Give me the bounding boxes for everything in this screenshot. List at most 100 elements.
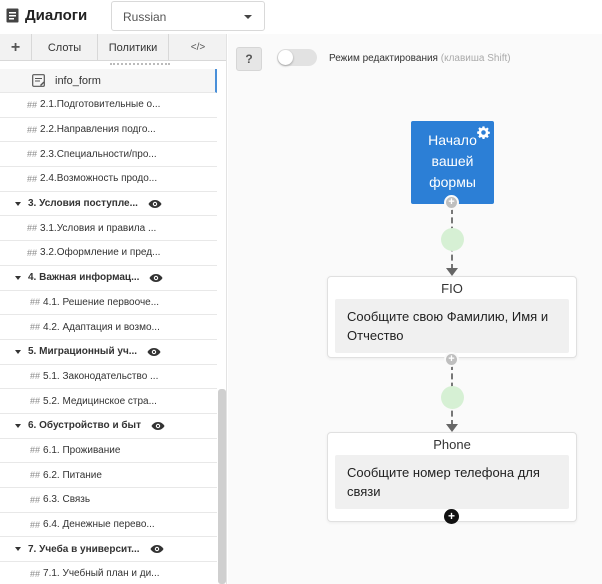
tree-item-label: 4.2. Адаптация и возмо...: [43, 321, 160, 333]
tree-section[interactable]: 5. Миграционный уч...: [0, 340, 217, 365]
start-node-line-3: формы: [429, 174, 476, 190]
collapse-triangle-icon[interactable]: [15, 547, 21, 552]
tree-item[interactable]: ##2.2.Направления подго...: [0, 118, 217, 143]
hash-marker: ##: [30, 445, 41, 456]
tree-section[interactable]: 3. Условия поступле...: [0, 192, 217, 217]
eye-icon[interactable]: [150, 544, 164, 554]
tree-row-partial: [0, 61, 217, 69]
tree-section-label: 3. Условия поступле...: [28, 198, 138, 210]
dialog-tree-panel: + Слоты Политики </> info_form ##2.1.Под…: [0, 34, 227, 584]
connector-midpoint[interactable]: [441, 228, 464, 251]
hash-marker: ##: [30, 470, 41, 481]
tree-item-label: 6.2. Питание: [43, 469, 102, 481]
panel-tabs: + Слоты Политики </>: [0, 34, 226, 61]
tree-item[interactable]: ##2.1.Подготовительные о...: [0, 93, 217, 118]
edit-mode-label: Режим редактирования (клавиша Shift): [329, 53, 511, 64]
hash-marker: ##: [27, 124, 38, 135]
eye-icon[interactable]: [148, 199, 162, 209]
connector-handle[interactable]: +: [444, 195, 459, 210]
hash-marker: ##: [30, 396, 41, 407]
add-button[interactable]: +: [0, 34, 32, 61]
tree-item[interactable]: ##2.3.Специальности/про...: [0, 142, 217, 168]
app-title-text: Диалоги: [25, 7, 88, 24]
language-select-value: Russian: [123, 10, 167, 24]
start-node-line-1: Начало: [428, 132, 477, 148]
connector-midpoint[interactable]: [441, 386, 464, 409]
hash-marker: ##: [30, 494, 41, 505]
tree-section-label: 6. Обустройство и быт: [28, 420, 141, 432]
tree-item-label: 6.4. Денежные перево...: [43, 519, 155, 531]
form-node-fio[interactable]: FIO Сообщите свою Фамилию, Имя и Отчеств…: [327, 276, 577, 358]
form-icon: [32, 74, 45, 87]
tree-item-label: 2.3.Специальности/про...: [40, 148, 157, 160]
collapse-triangle-icon[interactable]: [15, 349, 21, 354]
connector-handle[interactable]: +: [444, 352, 459, 367]
node-title: FIO: [441, 281, 463, 296]
tree-item[interactable]: ##5.2. Медицинское стра...: [0, 389, 217, 414]
tree-section-label: 5. Миграционный уч...: [28, 346, 138, 358]
collapse-triangle-icon[interactable]: [15, 201, 21, 206]
flow-canvas[interactable]: ? Режим редактирования (клавиша Shift) Н…: [228, 34, 602, 584]
caret-down-icon: [244, 15, 252, 19]
tree-item[interactable]: ##4.1. Решение первооче...: [0, 291, 217, 316]
start-node-line-2: вашей: [431, 153, 474, 169]
top-bar: Диалоги Russian: [0, 0, 602, 34]
tree-section[interactable]: 6. Обустройство и быт: [0, 414, 217, 439]
hash-marker: ##: [27, 247, 38, 258]
tree-item-label: 2.4.Возможность продо...: [40, 173, 158, 185]
edit-mode-toggle[interactable]: [277, 49, 317, 66]
tree-item-form-label: info_form: [55, 74, 101, 87]
tree-item[interactable]: ##4.2. Адаптация и возмо...: [0, 315, 217, 340]
hash-marker: ##: [27, 173, 38, 184]
tab-slots[interactable]: Слоты: [32, 34, 98, 61]
tree-item-label: 3.1.Условия и правила ...: [40, 222, 157, 234]
start-node[interactable]: Начало вашей формы: [411, 121, 494, 204]
arrow-down-icon: [446, 268, 458, 276]
edit-mode-label-text: Режим редактирования: [329, 53, 438, 64]
hash-marker: ##: [30, 371, 41, 382]
help-button[interactable]: ?: [236, 47, 262, 71]
tree-item-label: 2.2.Направления подго...: [40, 124, 156, 136]
tab-policies[interactable]: Политики: [98, 34, 169, 61]
tree-item[interactable]: ##6.3. Связь: [0, 488, 217, 513]
tree-item-label: 7.1. Учебный план и ди...: [43, 568, 160, 580]
collapse-triangle-icon[interactable]: [15, 423, 21, 428]
tree-item[interactable]: ##5.1. Законодательство ...: [0, 365, 217, 390]
node-title: Phone: [433, 437, 471, 452]
tree-section[interactable]: 7. Учеба в университ...: [0, 537, 217, 563]
form-node-phone[interactable]: Phone Сообщите номер телефона для связи: [327, 432, 577, 522]
tree-item-label: 4.1. Решение первооче...: [43, 296, 160, 308]
tree-item[interactable]: ##6.1. Проживание: [0, 439, 217, 464]
tree-item[interactable]: ##2.4.Возможность продо...: [0, 167, 217, 192]
toggle-knob: [278, 50, 293, 65]
eye-icon[interactable]: [151, 421, 165, 431]
eye-icon[interactable]: [149, 273, 163, 283]
tree-item[interactable]: ##6.2. Питание: [0, 463, 217, 488]
tree-item-form[interactable]: info_form: [0, 69, 217, 93]
node-prompt: Сообщите номер телефона для связи: [335, 455, 569, 509]
tree-section-label: 7. Учеба в университ...: [28, 543, 140, 555]
tree-item[interactable]: ##3.2.Оформление и пред...: [0, 241, 217, 266]
hash-marker: ##: [30, 297, 41, 308]
gear-icon[interactable]: [477, 126, 490, 139]
hash-marker: ##: [27, 99, 38, 110]
tree-section[interactable]: 4. Важная информац...: [0, 266, 217, 291]
tree-item[interactable]: ##3.1.Условия и правила ...: [0, 216, 217, 242]
hash-marker: ##: [27, 223, 38, 234]
collapse-triangle-icon[interactable]: [15, 275, 21, 280]
tree-scrollbar[interactable]: [218, 389, 226, 584]
eye-icon[interactable]: [147, 347, 161, 357]
tree-item-label: 3.2.Оформление и пред...: [40, 247, 161, 259]
tree-item[interactable]: ##7.1. Учебный план и ди...: [0, 562, 217, 584]
tree-section-label: 4. Важная информац...: [28, 272, 140, 284]
tree-item-label: 6.1. Проживание: [43, 444, 121, 456]
tree-item[interactable]: ##6.4. Денежные перево...: [0, 513, 217, 538]
language-select[interactable]: Russian: [111, 1, 265, 31]
hash-marker: ##: [30, 568, 41, 579]
tree-item-label: 5.1. Законодательство ...: [43, 370, 159, 382]
dialog-tree: info_form ##2.1.Подготовительные о...##2…: [0, 61, 217, 584]
document-icon: [6, 8, 19, 23]
tab-code[interactable]: </>: [190, 42, 206, 53]
add-step-button[interactable]: +: [444, 509, 459, 524]
edit-mode-hint: (клавиша Shift): [440, 53, 511, 64]
